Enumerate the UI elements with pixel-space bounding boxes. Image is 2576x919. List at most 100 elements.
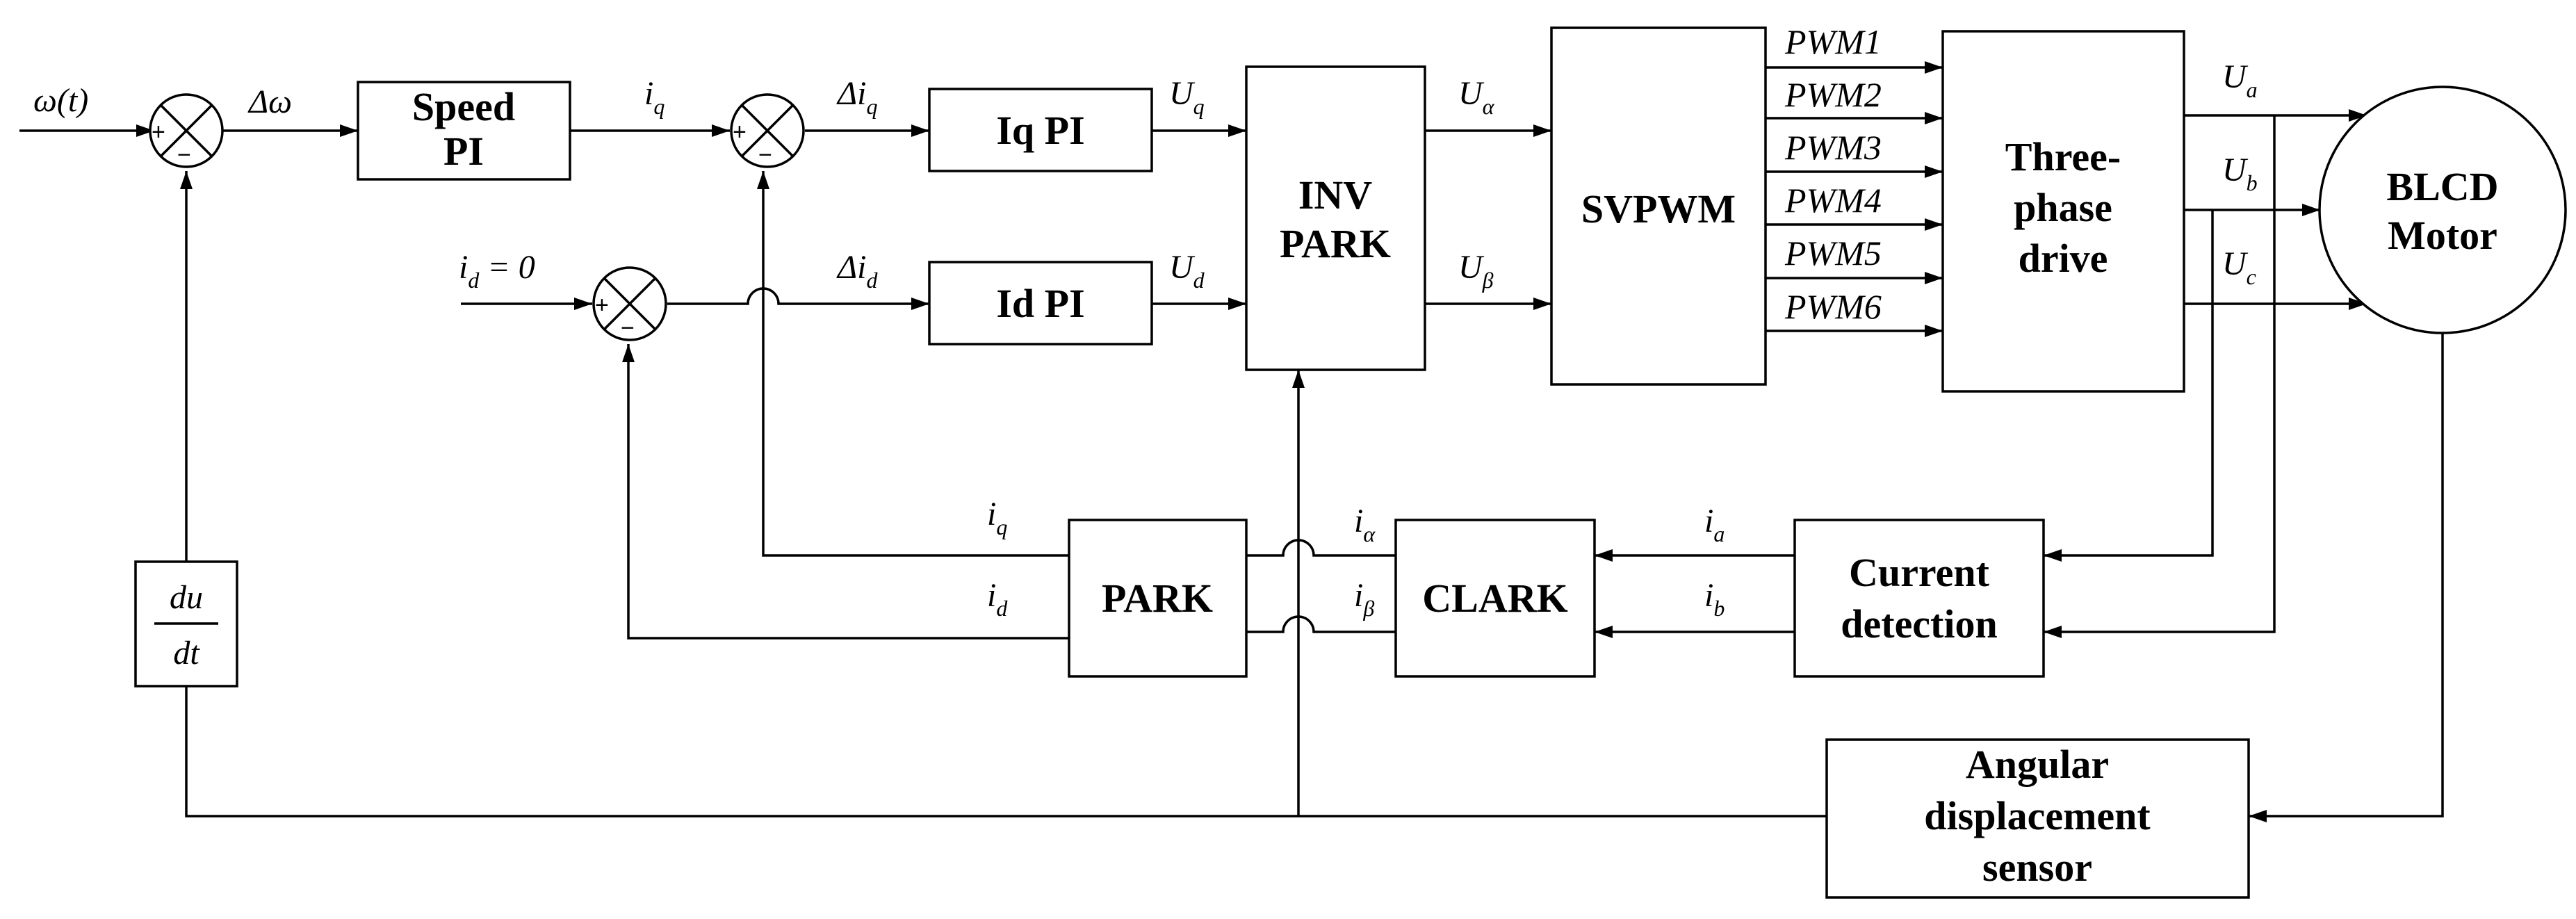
delta-id-label: Δid (836, 249, 879, 293)
summing-junction-iq: + − (730, 93, 805, 168)
ua-label: Ua (2222, 58, 2258, 102)
inv-park-block: INV PARK (1245, 65, 1426, 371)
ud-label: Ud (1169, 249, 1205, 293)
plus-sign: + (733, 119, 747, 145)
ub-label: Ub (2222, 152, 2258, 195)
angular-sensor-label-line3: sensor (1982, 845, 2092, 890)
arrowhead (2349, 109, 2367, 122)
park-block: PARK (1068, 519, 1248, 678)
arrowhead (622, 344, 635, 362)
u-beta-label: Uβ (1458, 249, 1494, 293)
pwm2-label: PWM2 (1784, 75, 1882, 114)
three-phase-drive-block: Three- phase drive (1941, 30, 2185, 393)
arrowhead (1925, 61, 1943, 74)
ia-label: ia (1704, 503, 1725, 546)
i-beta-label: iβ (1354, 577, 1374, 621)
three-phase-label-line3: drive (2019, 236, 2108, 281)
plus-sign: + (152, 119, 165, 145)
current-detection-block: Current detection (1793, 519, 2045, 678)
connections (19, 61, 2444, 822)
delta-iq-label: Δiq (836, 75, 878, 119)
pwm4-label: PWM4 (1784, 181, 1882, 220)
pwm3-label: PWM3 (1784, 128, 1882, 167)
summing-junction-id: + − (592, 266, 667, 341)
signal-labels: ω(t) Δω iq Δiq Δid id = 0 Uq Ud Uα Uβ PW… (33, 22, 2258, 621)
arrowhead (340, 124, 358, 137)
arrowhead (1595, 549, 1613, 562)
arrowhead (2349, 298, 2367, 310)
minus-sign: − (758, 142, 772, 168)
theta-feedback-line (185, 686, 1827, 818)
uc-label: Uc (2222, 245, 2256, 289)
plus-sign: + (595, 292, 609, 318)
arrowhead (1925, 218, 1943, 231)
arrowhead (757, 171, 769, 189)
svpwm-block: SVPWM (1550, 26, 1767, 386)
id-ref-label: id = 0 (459, 249, 535, 293)
ib-tap-line (2044, 210, 2214, 557)
arrowhead (2044, 549, 2062, 562)
svpwm-label: SVPWM (1581, 186, 1736, 231)
arrowhead (1533, 298, 1551, 310)
clark-label: CLARK (1422, 576, 1567, 621)
arrowhead (136, 124, 154, 137)
arrowhead (1228, 124, 1246, 137)
speed-pi-label-line2: PI (443, 129, 484, 174)
uq-label: Uq (1169, 75, 1205, 119)
angular-sensor-block: Angular displacement sensor (1825, 738, 2250, 899)
arrowhead (911, 298, 929, 310)
angular-sensor-label-line2: displacement (1924, 793, 2151, 838)
motor-circle: BLCD Motor (2318, 86, 2567, 334)
inv-park-label-line2: PARK (1280, 221, 1391, 266)
pwm6-label: PWM6 (1784, 287, 1882, 326)
motor-label-line1: BLCD (2386, 164, 2498, 209)
motor-to-sensor-line (2249, 332, 2444, 818)
ib-label: ib (1704, 577, 1725, 621)
inv-park-label-line1: INV (1298, 172, 1372, 218)
derivative-numerator: du (170, 579, 203, 616)
arrowhead (1292, 370, 1305, 388)
iq-pi-block: Iq PI (928, 88, 1153, 172)
speed-pi-block: Speed PI (357, 81, 571, 181)
ia-tap-line (2044, 115, 2276, 633)
pwm1-label: PWM1 (1784, 22, 1882, 61)
delta-omega-label: Δω (247, 83, 292, 120)
current-detection-label-line1: Current (1849, 550, 1990, 595)
clark-block: CLARK (1394, 519, 1596, 678)
arrowhead (712, 124, 730, 137)
id-pi-block: Id PI (928, 261, 1153, 345)
id-pi-label: Id PI (996, 281, 1084, 326)
delta-id-line (667, 287, 929, 305)
iq-feedback-label: iq (987, 496, 1007, 539)
arrowhead (1925, 112, 1943, 124)
iq-pi-label: Iq PI (996, 108, 1084, 153)
iq-feedback-line (762, 171, 1069, 557)
u-alpha-label: Uα (1458, 75, 1495, 119)
id-feedback-label: id (987, 577, 1008, 621)
arrowhead (574, 298, 592, 310)
derivative-denominator: dt (173, 635, 200, 672)
arrowhead (1925, 325, 1943, 337)
arrowhead (180, 171, 193, 189)
derivative-block: du dt (134, 560, 238, 688)
pwm5-label: PWM5 (1784, 234, 1882, 273)
iq-ref-label: iq (644, 75, 665, 119)
minus-sign: − (621, 315, 635, 341)
arrowhead (2302, 204, 2320, 216)
current-detection-label-line2: detection (1841, 601, 1998, 646)
motor-label-line2: Motor (2388, 213, 2497, 258)
id-feedback-line (627, 344, 1069, 640)
i-alpha-label: iα (1354, 503, 1376, 546)
arrowhead (1533, 124, 1551, 137)
arrowhead (1925, 165, 1943, 178)
arrowhead (2249, 810, 2267, 822)
angular-sensor-label-line1: Angular (1966, 742, 2109, 787)
minus-sign: − (177, 142, 191, 168)
summing-junction-speed: + − (149, 93, 224, 168)
arrowhead (2044, 626, 2062, 638)
arrowhead (1925, 272, 1943, 284)
three-phase-label-line2: phase (2014, 185, 2112, 230)
three-phase-label-line1: Three- (2005, 134, 2121, 179)
arrowhead (1228, 298, 1246, 310)
